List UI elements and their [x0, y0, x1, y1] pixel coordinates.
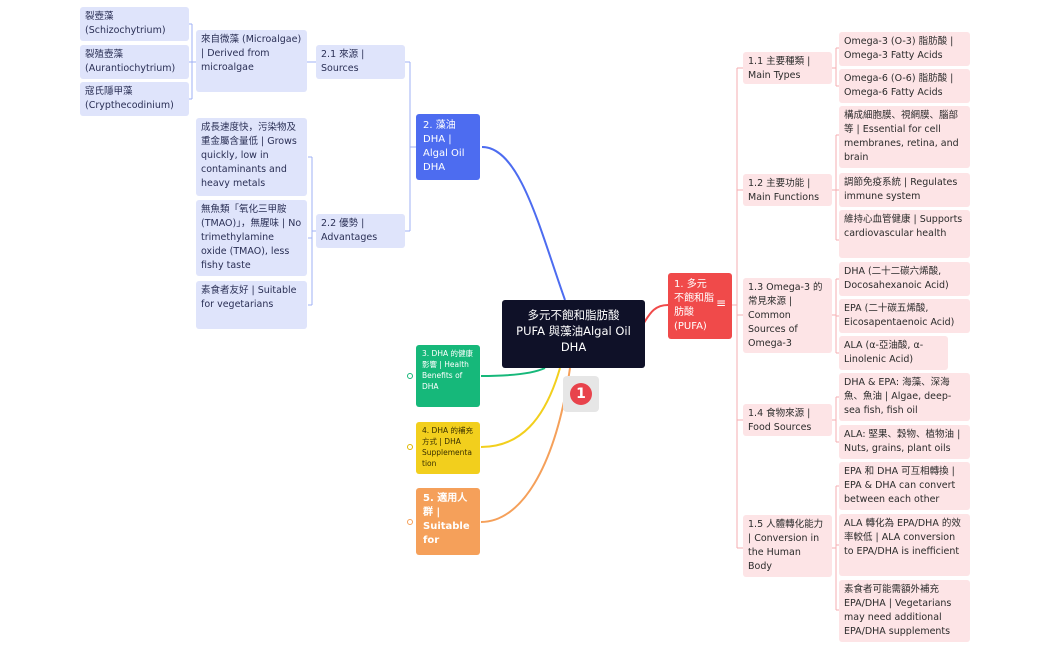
leaf-omega3[interactable]: Omega-3 (O-3) 脂肪酸 | Omega-3 Fatty Acids [839, 32, 970, 66]
topic-2-1-sources[interactable]: 2.1 來源 | Sources [316, 45, 405, 79]
leaf-no-tmao[interactable]: 無魚類「氧化三甲胺 (TMAO)」，無腥味 | No trimethylamin… [196, 200, 307, 276]
leaf-ala-food[interactable]: ALA: 堅果、穀物、植物油 | Nuts, grains, plant oil… [839, 425, 970, 459]
topic-1-2-main-functions[interactable]: 1.2 主要功能 | Main Functions [743, 174, 832, 206]
root-topic[interactable]: 多元不飽和脂肪酸 PUFA 與藻油Algal Oil DHA [502, 300, 645, 368]
branch-1-label: 1. 多元不飽和脂肪酸 (PUFA) [674, 279, 714, 332]
collapse-toggle-3[interactable] [407, 373, 413, 379]
numbered-marker-icon: 1 [570, 383, 592, 405]
leaf-omega6[interactable]: Omega-6 (O-6) 脂肪酸 | Omega-6 Fatty Acids [839, 69, 970, 103]
branch-1-pufa[interactable]: 1. 多元不飽和脂肪酸 (PUFA) [668, 273, 732, 339]
topic-microalgae[interactable]: 來自微藻 (Microalgae) | Derived from microal… [196, 30, 307, 92]
leaf-aurantiochytrium[interactable]: 裂殖壺藻 (Aurantiochytrium) [80, 45, 189, 79]
leaf-ala[interactable]: ALA (α-亞油酸, α-Linolenic Acid) [839, 336, 948, 370]
leaf-dha[interactable]: DHA (二十二碳六烯酸, Docosahexanoic Acid) [839, 262, 970, 296]
marker-container[interactable]: 1 [563, 376, 599, 412]
leaf-cardiovascular[interactable]: 維持心血管健康 | Supports cardiovascular health [839, 210, 970, 258]
topic-1-1-main-types[interactable]: 1.1 主要種類 | Main Types [743, 52, 832, 84]
branch-2-algal-oil[interactable]: 2. 藻油 DHA | Algal Oil DHA [416, 114, 480, 180]
leaf-vegetarian-supplements[interactable]: 素食者可能需額外補充 EPA/DHA | Vegetarians may nee… [839, 580, 970, 642]
topic-1-4-food-sources[interactable]: 1.4 食物來源 | Food Sources [743, 404, 832, 436]
topic-1-5-conversion[interactable]: 1.5 人體轉化能力 | Conversion in the Human Bod… [743, 515, 832, 577]
leaf-grows-quickly[interactable]: 成長速度快，污染物及重金屬含量低 | Grows quickly, low in… [196, 118, 307, 196]
branch-5-suitable-for[interactable]: 5. 適用人群 | Suitable for [416, 488, 480, 555]
leaf-crypthecodinium[interactable]: 寇氏隱甲藻 (Crypthecodinium) [80, 82, 189, 116]
collapse-toggle-4[interactable] [407, 444, 413, 450]
leaf-epa-dha-convert[interactable]: EPA 和 DHA 可互相轉換 | EPA & DHA can convert … [839, 462, 970, 510]
leaf-vegetarian-friendly[interactable]: 素食者友好 | Suitable for vegetarians [196, 281, 307, 329]
leaf-cell-membranes[interactable]: 構成細胞膜、視網膜、腦部等 | Essential for cell membr… [839, 106, 970, 168]
leaf-ala-inefficient[interactable]: ALA 轉化為 EPA/DHA 的效率較低 | ALA conversion t… [839, 514, 970, 576]
leaf-schizochytrium[interactable]: 裂壺藻 (Schizochytrium) [80, 7, 189, 41]
leaf-dha-epa-food[interactable]: DHA & EPA: 海藻、深海魚、魚油 | Algae, deep-sea f… [839, 373, 970, 421]
collapse-toggle-5[interactable] [407, 519, 413, 525]
topic-2-2-advantages[interactable]: 2.2 優勢 | Advantages [316, 214, 405, 248]
hamburger-icon[interactable]: ≡ [716, 296, 727, 310]
branch-4-supplementation[interactable]: 4. DHA 的補充方式 | DHA Supplementation [416, 422, 480, 474]
leaf-epa[interactable]: EPA (二十碳五烯酸, Eicosapentaenoic Acid) [839, 299, 970, 333]
leaf-immune-system[interactable]: 調節免疫系統 | Regulates immune system [839, 173, 970, 207]
branch-3-health-benefits[interactable]: 3. DHA 的健康影響 | Health Benefits of DHA [416, 345, 480, 407]
topic-1-3-omega3-sources[interactable]: 1.3 Omega-3 的常見來源 | Common Sources of Om… [743, 278, 832, 353]
